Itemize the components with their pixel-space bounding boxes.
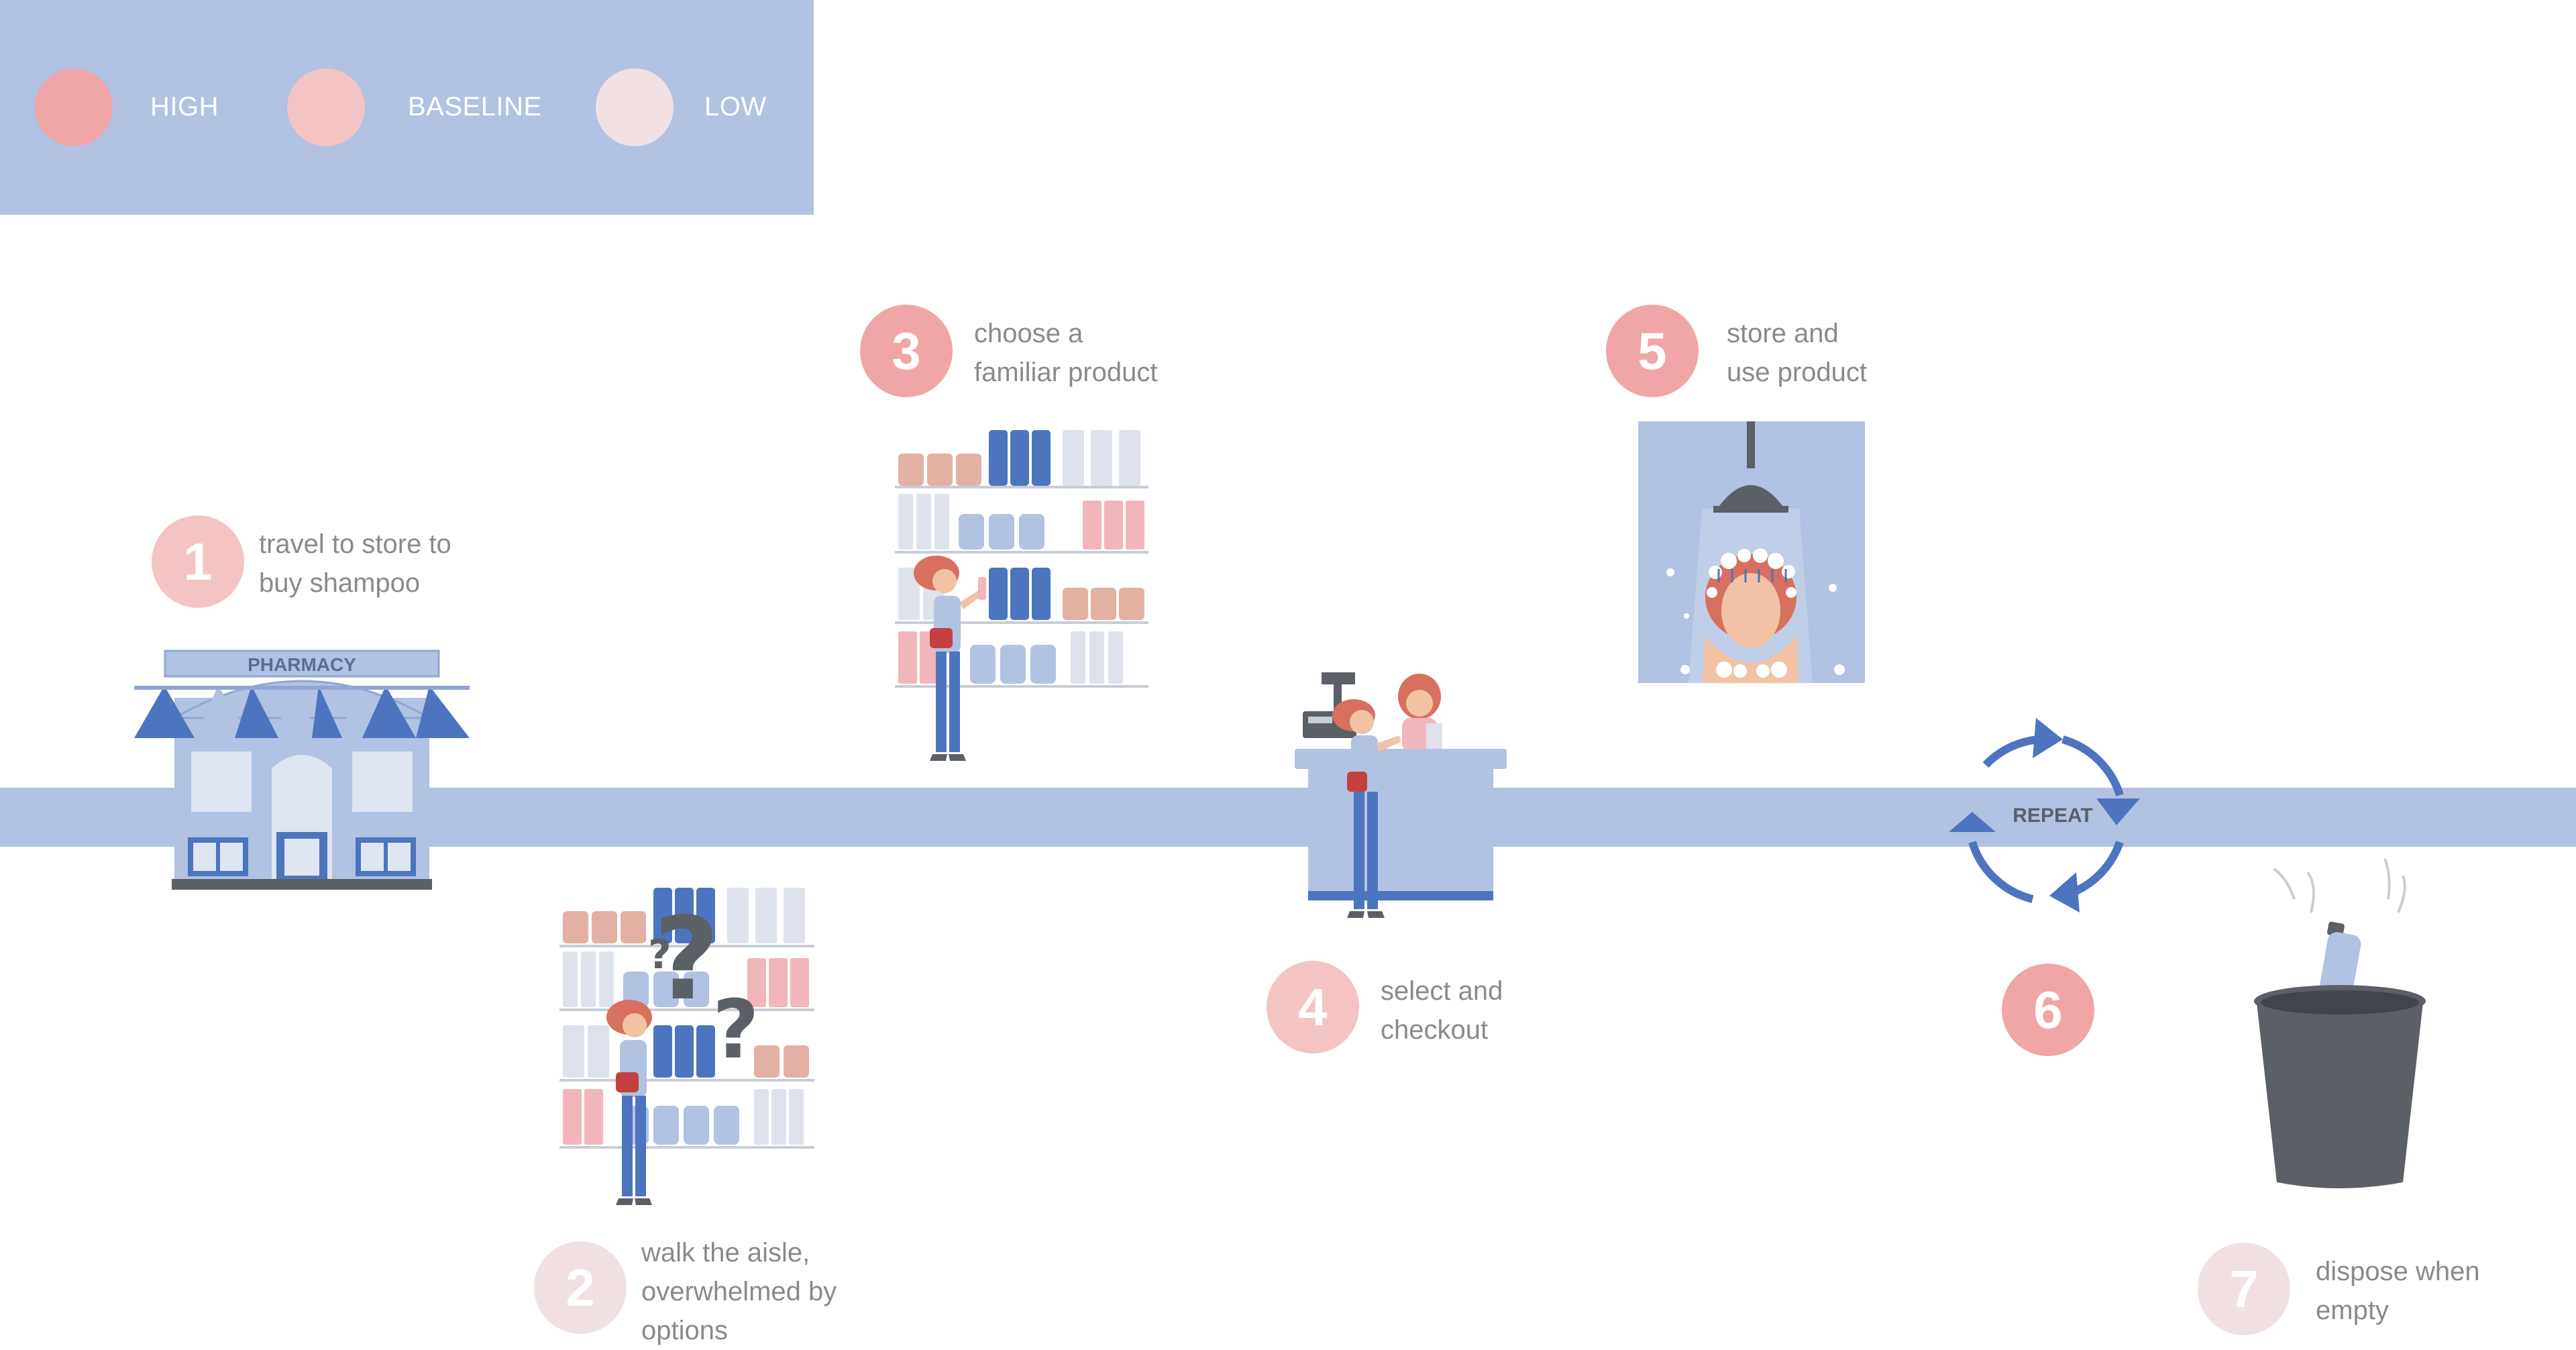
shopper-figure xyxy=(606,1000,652,1205)
step-3-number: 3 xyxy=(892,321,921,380)
step-7-label: dispose when empty xyxy=(2316,1252,2480,1330)
step-1-line-2: buy shampoo xyxy=(259,568,421,598)
step-3-line-1: choose a xyxy=(974,319,1083,348)
shower-illustration xyxy=(1638,421,1865,683)
choose-product-illustration xyxy=(895,430,1148,761)
shelf-unit xyxy=(559,945,814,1149)
bottles-row-1 xyxy=(898,430,1140,486)
bottles-row-3 xyxy=(563,1025,809,1078)
bottles-row-2 xyxy=(563,951,809,1007)
step-5-line-1: store and xyxy=(1727,319,1839,348)
awning xyxy=(134,686,470,738)
aisle-overwhelmed-illustration: ? ? ? xyxy=(559,888,814,1205)
legend-dot-high xyxy=(35,68,113,146)
step-5-badge: 5 xyxy=(1606,305,1699,397)
step-1-badge: 1 xyxy=(152,515,244,608)
step-2-line-2: overwhelmed by xyxy=(641,1277,837,1306)
svg-text:?: ? xyxy=(648,931,672,978)
pharmacy-store-illustration: PHARMACY xyxy=(134,650,470,890)
step-5-number: 5 xyxy=(1638,321,1667,380)
bottles-row-3 xyxy=(898,568,1144,620)
question-marks: ? ? ? xyxy=(648,893,759,1077)
pharmacy-sign: PHARMACY xyxy=(248,654,356,675)
legend-label-baseline: BASELINE xyxy=(408,92,542,121)
step-3-badge: 3 xyxy=(860,305,953,397)
step-1-label: travel to store to buy shampoo xyxy=(259,525,451,603)
step-2-line-1: walk the aisle, xyxy=(641,1238,810,1267)
step-6-badge: 6 xyxy=(2002,964,2094,1056)
step-2-badge: 2 xyxy=(534,1241,627,1334)
step-4-line-1: select and xyxy=(1381,976,1503,1006)
bottles-row-4 xyxy=(563,1089,804,1145)
step-4-badge: 4 xyxy=(1267,961,1359,1053)
step-4-number: 4 xyxy=(1298,977,1328,1037)
trash-can-illustration xyxy=(2254,858,2426,1188)
checkout-counter-illustration xyxy=(1295,672,1507,918)
step-5-label: store and use product xyxy=(1727,314,1867,392)
legend-label-low: LOW xyxy=(704,92,767,121)
step-6-number: 6 xyxy=(2033,980,2063,1039)
legend-dot-baseline xyxy=(287,68,365,146)
step-7-badge: 7 xyxy=(2198,1243,2290,1335)
shelf-unit xyxy=(895,486,1148,688)
step-4-line-2: checkout xyxy=(1381,1015,1489,1045)
customer-figure xyxy=(1332,699,1401,918)
bottles-row-1 xyxy=(563,888,805,943)
step-2-line-3: options xyxy=(641,1316,728,1345)
step-7-line-2: empty xyxy=(2316,1296,2389,1325)
step-4-label: select and checkout xyxy=(1381,972,1503,1049)
svg-text:?: ? xyxy=(712,984,759,1077)
step-7-line-1: dispose when xyxy=(2316,1257,2480,1286)
step-5-line-2: use product xyxy=(1727,358,1868,387)
legend-label-high: HIGH xyxy=(150,92,219,121)
step-1-line-1: travel to store to xyxy=(259,529,451,559)
step-2-label: walk the aisle, overwhelmed by options xyxy=(641,1233,837,1350)
cashier-figure xyxy=(1398,674,1442,751)
bottles-row-2 xyxy=(898,494,1144,550)
step-7-number: 7 xyxy=(2229,1259,2259,1318)
shower-drops xyxy=(1717,569,1787,582)
step-3-label: choose a familiar product xyxy=(974,314,1157,392)
svg-text:?: ? xyxy=(653,893,720,1026)
repeat-label: REPEAT xyxy=(2012,804,2092,827)
legend-dot-low xyxy=(596,68,674,146)
step-3-line-2: familiar product xyxy=(974,358,1158,387)
shopper-figure xyxy=(914,556,986,761)
repeat-cycle-icon: REPEAT xyxy=(1949,718,2140,913)
step-2-number: 2 xyxy=(566,1257,595,1317)
legend: HIGH BASELINE LOW xyxy=(0,0,814,215)
step-1-number: 1 xyxy=(183,531,213,591)
